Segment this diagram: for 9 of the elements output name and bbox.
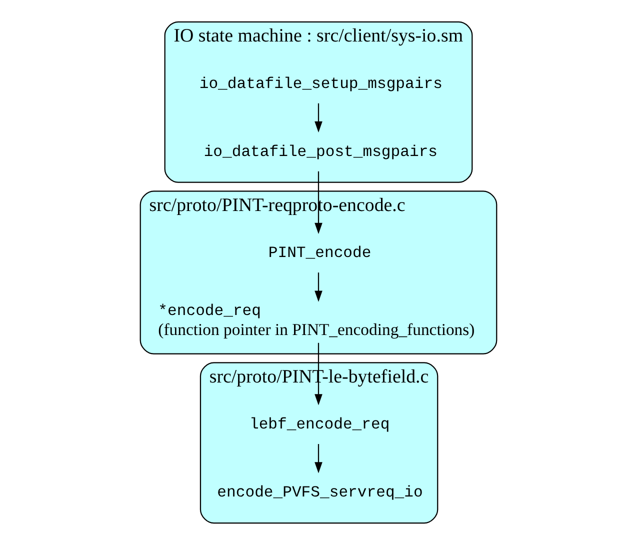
node-text: PINT_encode: [268, 244, 372, 262]
arrow: [314, 103, 322, 133]
arrow: [314, 444, 322, 474]
node-text: *encode_req (function pointer in PINT_encoding_functions): [158, 302, 475, 339]
node-text: encode_PVFS_servreq_io: [217, 484, 423, 502]
node-text: lebf_encode_req: [249, 416, 390, 434]
node-text: io_datafile_setup_msgpairs: [199, 74, 442, 93]
arrow: [314, 272, 322, 302]
node-text: io_datafile_post_msgpairs: [204, 142, 438, 161]
